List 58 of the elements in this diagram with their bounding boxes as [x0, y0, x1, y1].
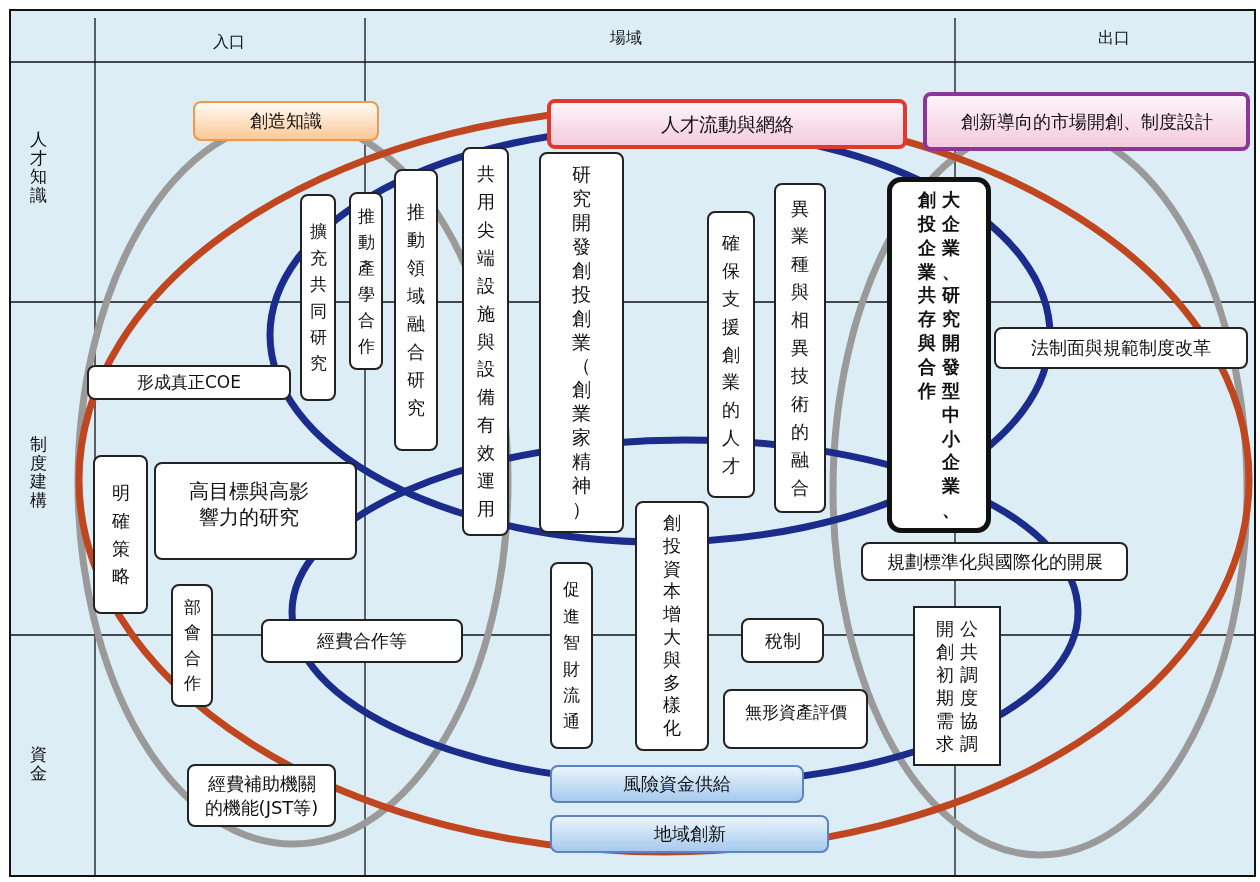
box-text: 地域創新: [653, 822, 726, 846]
label-box: [861, 542, 1128, 581]
label-box: [550, 815, 829, 853]
label-box: [154, 462, 357, 560]
column-header: 入口: [213, 32, 245, 53]
vertical-text: 明確策略: [111, 480, 130, 589]
vertical-label-box: [462, 147, 509, 536]
vertical-text: 確保支援創業的人才: [722, 231, 740, 479]
vertical-label-box: [707, 211, 755, 498]
label-box: [547, 99, 907, 149]
label-box: [193, 101, 379, 141]
column-header: 出口: [1098, 28, 1130, 49]
vertical-text: 研究開發創投創業（創業家精神）: [572, 163, 591, 522]
box-text: 創造知識: [250, 109, 322, 133]
vertical-label-box: [349, 192, 383, 370]
vertical-text: 推動產學合作: [357, 205, 375, 358]
label-box: [923, 92, 1250, 151]
label-box: [261, 619, 463, 663]
box-text: 無形資產評價: [744, 700, 847, 724]
label-box: [723, 689, 868, 749]
vertical-label-box: [300, 194, 336, 401]
box-text: 稅制: [764, 628, 801, 653]
box-text: 經費補助機關的機能(JST等): [203, 772, 320, 819]
vertical-label-box: [550, 562, 593, 749]
label-box: [550, 765, 804, 803]
vertical-text: 推動領域融合研究: [407, 200, 425, 420]
row-header: 人才知識: [30, 130, 47, 205]
vertical-text: 共用尖端設施與設備有效運用: [476, 162, 495, 521]
vertical-label-box: [913, 606, 1001, 766]
vertical-label-box: [539, 152, 624, 533]
vertical-label-box: [394, 169, 438, 451]
box-text: 風險資金供給: [623, 772, 731, 796]
label-box: [87, 365, 291, 400]
row-header: 制度建構: [30, 435, 47, 510]
box-text: 規劃標準化與國際化的開展: [886, 549, 1103, 574]
column-header: 場域: [610, 28, 642, 49]
vertical-text: 擴充共同研究: [309, 220, 327, 376]
vertical-label-box: [635, 501, 709, 751]
label-box: [741, 618, 824, 663]
vertical-text: 大企業、研究開發型中小企業、創投企業共存與合作: [918, 188, 960, 522]
box-text: 經費合作等: [317, 629, 407, 653]
box-text: 人才流動與網絡: [660, 111, 794, 137]
vertical-label-box: [774, 183, 826, 513]
vertical-text: 異業種與相異技術的融合: [791, 196, 809, 500]
box-text: 高目標與高影響力的研究: [187, 478, 310, 530]
vertical-label-box: [171, 584, 213, 707]
vertical-text: 部會合作: [183, 596, 201, 695]
label-box: [187, 764, 336, 827]
vertical-label-box: [93, 455, 148, 614]
vertical-text: 創投資本增大與多樣化: [663, 512, 681, 740]
box-text: 法制面與規範制度改革: [1031, 336, 1211, 360]
row-header: 資金: [30, 745, 47, 783]
box-text: 形成真正COE: [137, 371, 241, 394]
vertical-text: 公共調度協調開創初期需求: [936, 617, 978, 755]
vertical-label-box: [887, 177, 991, 533]
box-text: 創新導向的市場開創、制度設計: [960, 109, 1213, 134]
label-box: [994, 327, 1248, 369]
vertical-text: 促進智財流通: [563, 578, 580, 734]
